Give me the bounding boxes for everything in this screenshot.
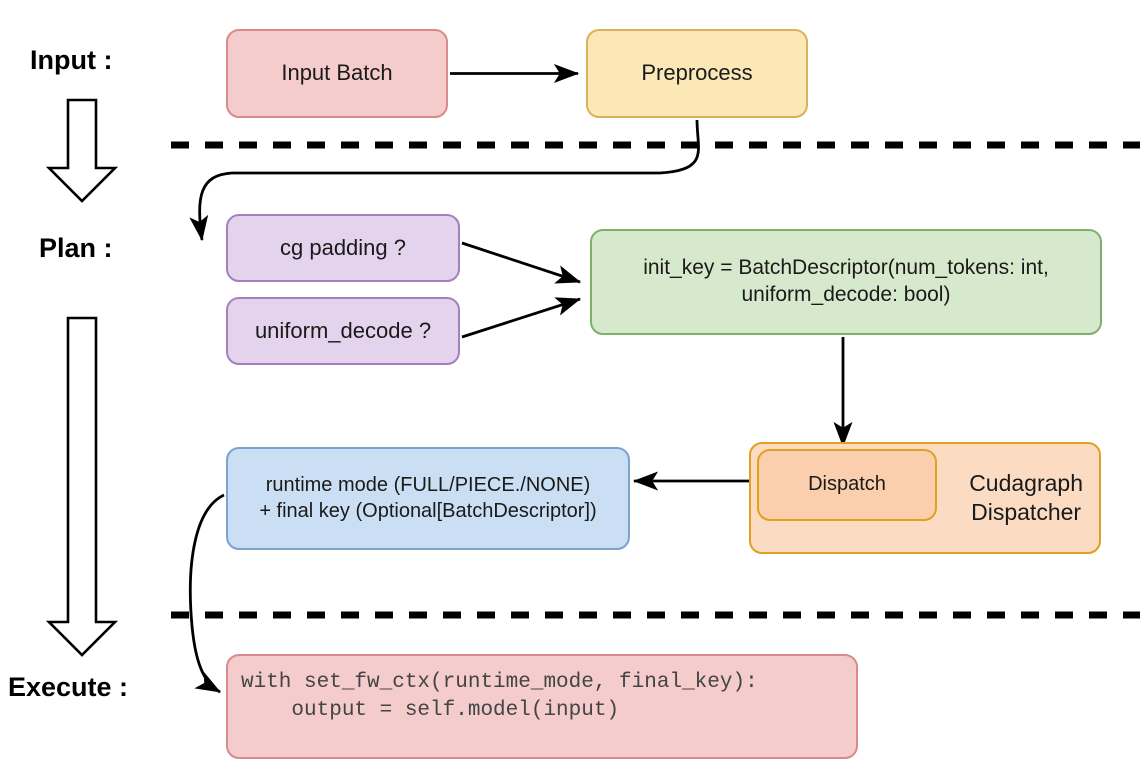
node-exec-code[interactable]: with set_fw_ctx(runtime_mode, final_key)… xyxy=(226,654,858,759)
node-runtime-mode[interactable]: runtime mode (FULL/PIECE./NONE) + final … xyxy=(226,447,630,550)
node-uniform-decode[interactable]: uniform_decode ? xyxy=(226,297,460,365)
edge-cg-padding-to-init-key xyxy=(461,241,582,284)
stage-label-plan: Plan : xyxy=(39,233,113,263)
node-preprocess[interactable]: Preprocess xyxy=(586,29,808,118)
edge-runtime-mode-to-exec-code xyxy=(188,493,225,694)
node-cg-padding[interactable]: cg padding ? xyxy=(226,214,460,282)
edge-preprocess-to-cg-padding xyxy=(189,119,700,242)
stage-arrow-input-to-plan xyxy=(45,98,119,203)
stage-label-execute: Execute : xyxy=(8,672,129,702)
node-dispatch[interactable]: Dispatch xyxy=(757,449,937,521)
node-input-batch[interactable]: Input Batch xyxy=(226,29,448,118)
stage-label-input: Input : xyxy=(30,45,113,75)
node-init-key[interactable]: init_key = BatchDescriptor(num_tokens: i… xyxy=(590,229,1102,335)
edge-uniform-decode-to-init-key xyxy=(461,297,582,339)
stage-arrow-plan-to-execute xyxy=(45,316,119,657)
